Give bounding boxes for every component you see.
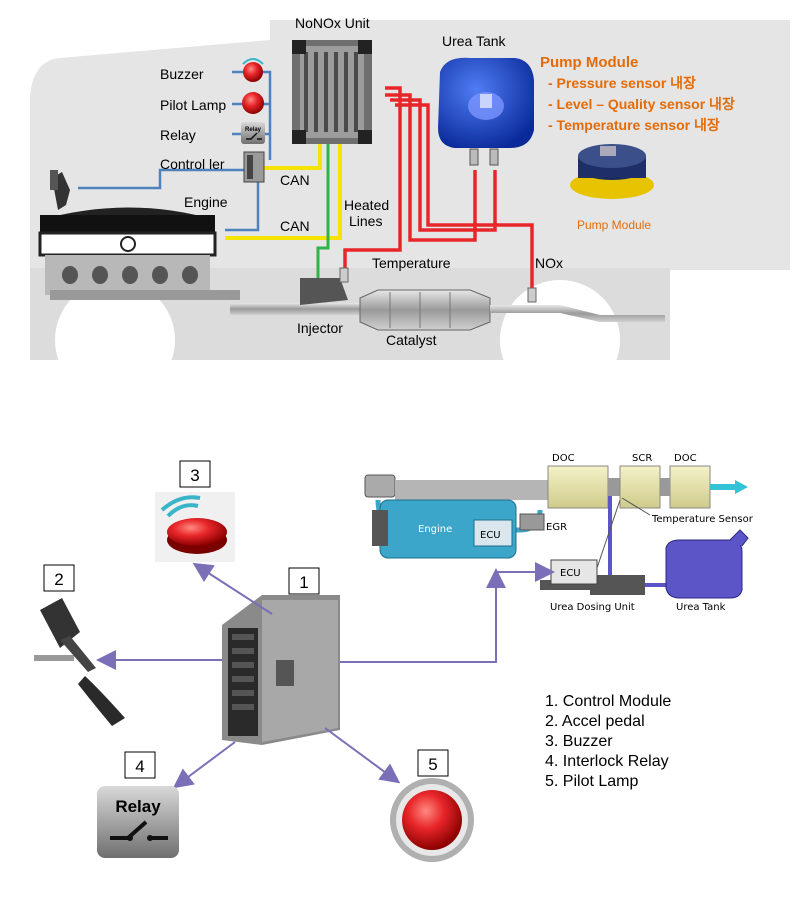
- temperature-sensor-label: Temperature Sensor: [651, 514, 754, 525]
- legend-item-4: 4. Interlock Relay: [545, 753, 669, 770]
- relay-icon: Relay: [241, 122, 265, 144]
- number-box-3: [179, 460, 211, 488]
- urea-tank-label: Urea Tank: [442, 33, 507, 49]
- control-module-icon: [222, 595, 340, 745]
- svg-text:Relay: Relay: [245, 127, 262, 133]
- can-label-2: CAN: [280, 218, 310, 234]
- relay-label: Relay: [160, 127, 196, 143]
- urea-dosing-unit-label: Urea Dosing Unit: [550, 602, 635, 613]
- number-label-2: 2: [54, 570, 63, 589]
- number-label-5: 5: [428, 755, 437, 774]
- front-wheel: [55, 280, 175, 400]
- number-box-2: [43, 564, 75, 592]
- pump-feature-2: - Level – Quality sensor 내장: [548, 96, 735, 112]
- engine-label: Engine: [184, 194, 228, 210]
- legend: 1. Control Module 2. Accel pedal 3. Buzz…: [545, 693, 671, 790]
- number-label-3: 3: [190, 466, 199, 485]
- controller-label: Control ler: [160, 156, 225, 172]
- scr-schematic: [364, 465, 749, 599]
- pilot-lamp-label: Pilot Lamp: [160, 97, 226, 113]
- ecu-dosing-label: ECU: [560, 568, 581, 579]
- legend-item-1: 1. Control Module: [545, 693, 671, 710]
- temperature-label: Temperature: [372, 255, 451, 271]
- connection-arrows: [96, 562, 555, 789]
- number-box-5: [417, 749, 449, 777]
- engine-block: [38, 207, 240, 300]
- legend-item-2: 2. Accel pedal: [545, 713, 645, 730]
- nox-label: NOx: [535, 255, 563, 271]
- urea-tank-icon: [438, 57, 534, 166]
- doc-label-1: DOC: [552, 453, 575, 464]
- pump-module-title: Pump Module: [540, 54, 638, 71]
- pump-module-icon: [570, 144, 654, 199]
- buzzer-icon: [242, 58, 264, 82]
- nonox-unit: [292, 40, 372, 144]
- buzzer-label: Buzzer: [160, 66, 204, 82]
- pump-feature-3: - Temperature sensor 내장: [548, 117, 720, 133]
- can-label-1: CAN: [280, 172, 310, 188]
- pilot-lamp-icon: [242, 92, 264, 114]
- scr-label: SCR: [632, 453, 652, 464]
- injector-icon: [300, 278, 348, 305]
- legend-item-3: 3. Buzzer: [545, 733, 613, 750]
- pilot-lamp-icon-large: [390, 778, 474, 862]
- heated-lines-label-2: Lines: [349, 213, 382, 229]
- number-label-4: 4: [135, 757, 144, 776]
- rear-wheel: [500, 280, 620, 400]
- number-label-1: 1: [299, 573, 308, 592]
- pump-feature-1: - Pressure sensor 내장: [548, 75, 696, 91]
- relay-icon-text: Relay: [115, 797, 161, 816]
- pump-module-caption: Pump Module: [577, 218, 651, 232]
- nonox-unit-label: NoNOx Unit: [295, 15, 370, 31]
- urea-tank-label-bottom: Urea Tank: [676, 602, 726, 613]
- heated-lines: [343, 86, 534, 290]
- exhaust-system: [230, 267, 665, 331]
- doc-label-2: DOC: [674, 453, 697, 464]
- controller-icon: [243, 151, 265, 183]
- ecu-engine-label: ECU: [480, 530, 501, 541]
- legend-item-5: 5. Pilot Lamp: [545, 773, 638, 790]
- engine-label-bottom: Engine: [418, 524, 452, 535]
- number-box-1: [288, 567, 320, 595]
- interlock-relay-icon: Relay: [97, 786, 179, 858]
- accel-pedal-icon: [34, 598, 125, 726]
- heated-lines-label-1: Heated: [344, 197, 389, 213]
- injector-label: Injector: [297, 320, 343, 336]
- catalyst-label: Catalyst: [386, 332, 437, 348]
- number-box-4: [124, 751, 156, 779]
- buzzer-icon-large: [155, 492, 235, 562]
- accel-pedal-icon-top: [50, 170, 70, 210]
- egr-label: EGR: [546, 522, 567, 533]
